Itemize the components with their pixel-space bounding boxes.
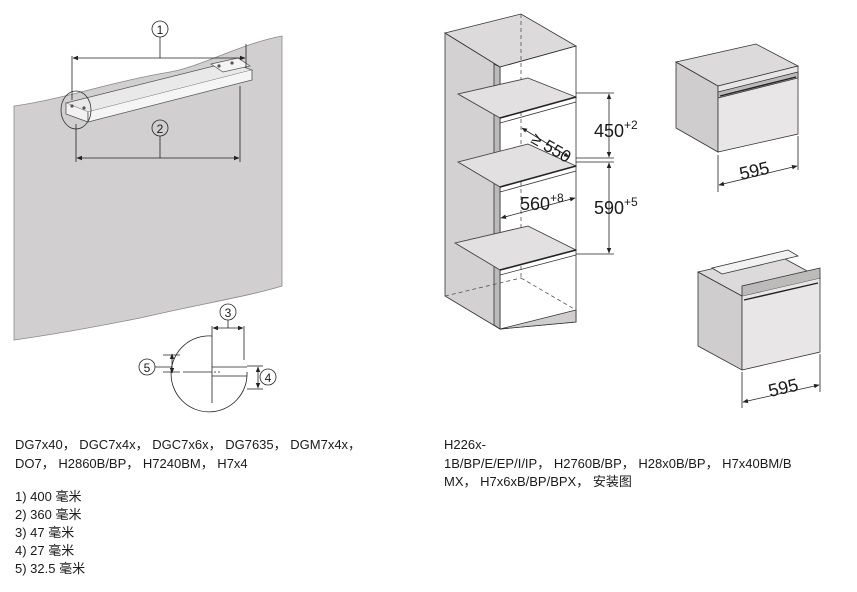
callout-4: 4 [265, 371, 272, 385]
handle-detail-view [138, 303, 277, 413]
dimension-item-3: 3) 47 毫米 [15, 525, 75, 540]
right-models-line-3: MX， H7x6xB/BP/BPX， 安装图 [444, 474, 632, 489]
left-models-line-1: DG7x40， DGC7x4x， DGC7x6x， DG7635， DGM7x4… [15, 437, 362, 452]
dim-lower-height-label: 590+5 [594, 195, 638, 218]
callout-2: 2 [157, 122, 164, 136]
door-handle [64, 57, 254, 123]
dimension-item-2: 2) 360 毫米 [15, 507, 82, 522]
callout-5: 5 [144, 361, 151, 375]
dimension-item-5: 5) 32.5 毫米 [15, 561, 86, 576]
dimension-item-1: 1) 400 毫米 [15, 489, 82, 504]
dim-upper-height-value: 450 [594, 121, 624, 141]
left-models-line-2: DO7， H2860B/BP， H7240BM， H7x4 [15, 456, 248, 471]
dim-width-label: 560+8 [520, 191, 564, 214]
dimension-2 [75, 86, 241, 162]
callout-1: 1 [157, 23, 164, 37]
dim-upper-height-label: 450+2 [594, 118, 638, 141]
housing-dimensions [500, 92, 614, 255]
appliance-top-width-dim [717, 136, 799, 192]
dimension-item-4: 4) 27 毫米 [15, 543, 75, 558]
appliance-top [674, 43, 800, 153]
dim-lower-height-value: 590 [594, 198, 624, 218]
housing-unit [443, 13, 578, 330]
appliance-bottom-width-label: 595 [766, 375, 800, 401]
callout-3: 3 [225, 306, 232, 320]
appliance-top-width-label: 595 [737, 158, 771, 184]
dim-width-tolerance: +8 [550, 191, 564, 205]
right-models-line-2: 1B/BP/E/EP/I/IP， H2760B/BP， H28x0B/BP， H… [444, 456, 792, 471]
dim-width-value: 560 [520, 194, 550, 214]
dim-upper-height-tolerance: +2 [624, 118, 638, 132]
dim-lower-height-tolerance: +5 [624, 195, 638, 209]
appliance-bottom [696, 249, 822, 371]
appliance-bottom-width-dim [741, 354, 821, 408]
dimension-1 [71, 20, 247, 100]
right-models-line-1: H226x- [444, 437, 486, 452]
